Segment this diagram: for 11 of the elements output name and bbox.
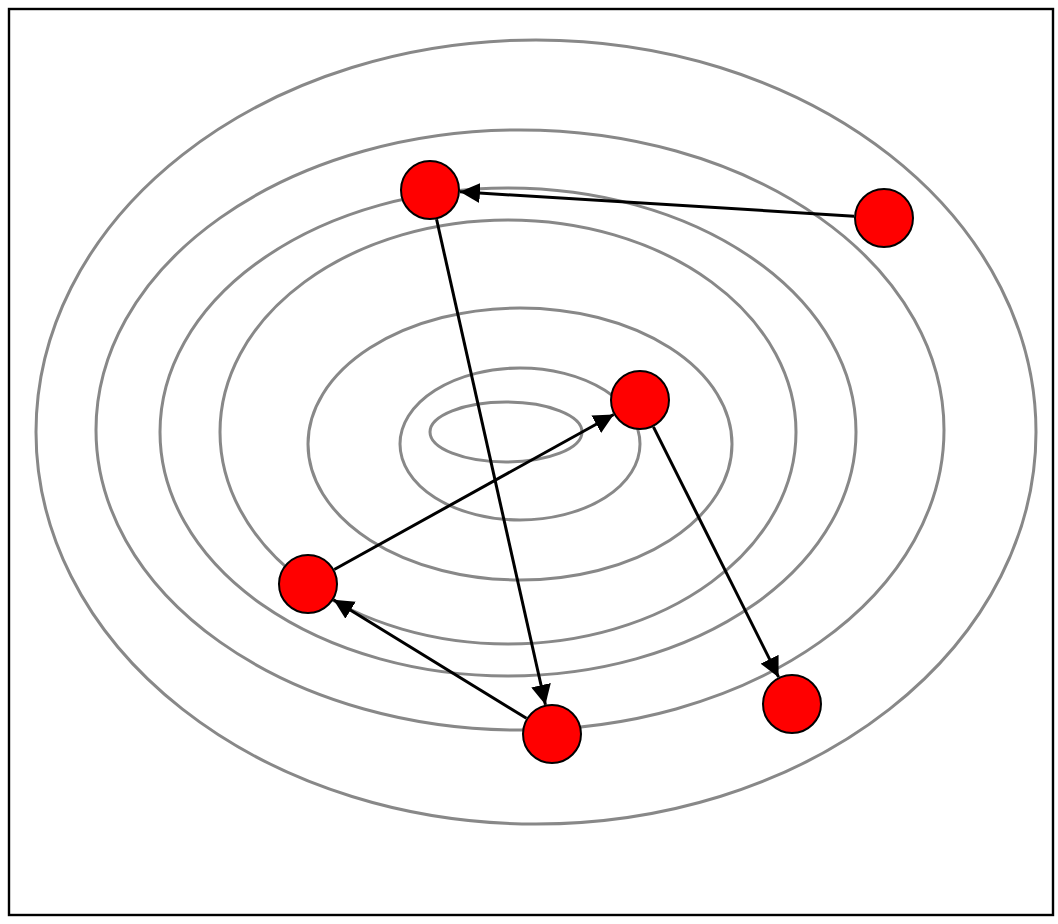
point-marker <box>854 188 914 248</box>
arrow <box>652 426 780 678</box>
arrow <box>435 218 551 706</box>
point-marker <box>400 160 460 220</box>
arrow <box>459 183 855 218</box>
point-marker <box>278 554 338 614</box>
arrow <box>332 598 528 720</box>
point-marker <box>610 370 670 430</box>
point-marker <box>762 674 822 734</box>
point-marker <box>522 704 582 764</box>
arrow <box>333 413 615 571</box>
